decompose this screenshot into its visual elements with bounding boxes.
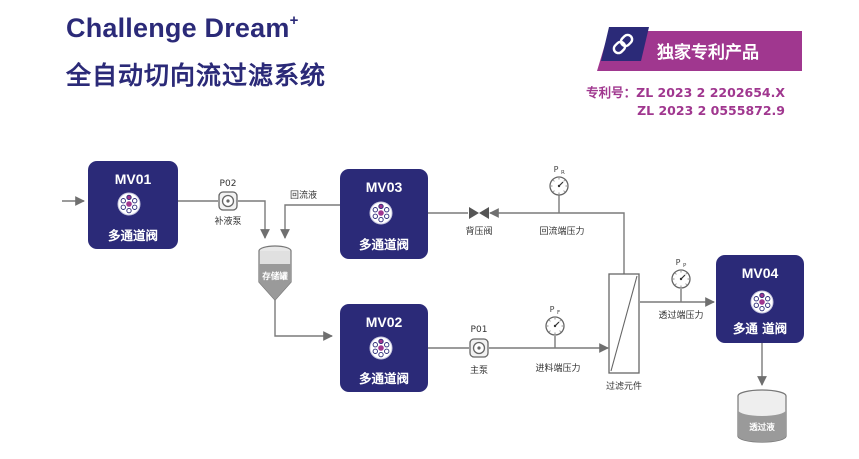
pump-p01-icon — [469, 338, 489, 358]
storage-tank-label: 存储罐 — [261, 271, 288, 282]
valve-mv01-code: MV01 — [115, 171, 152, 187]
pipes — [62, 195, 767, 386]
pressure-gauge-icon — [671, 269, 691, 289]
permeate-container[interactable]: 透过液 — [737, 389, 787, 443]
badge-label: 独家专利产品 — [657, 43, 759, 63]
gauge-pf-letter: P — [550, 305, 555, 314]
valve-mv01[interactable]: MV01 多通道阀 — [88, 161, 178, 249]
gauge-pr-letter: P — [554, 165, 559, 174]
back-pressure-valve-label: 背压阀 — [465, 225, 492, 237]
valve-mv03[interactable]: MV03 多通道阀 — [340, 169, 428, 259]
valve-mv04-rotor-icon — [750, 290, 774, 314]
filter-element-label: 过滤元件 — [606, 380, 642, 392]
valve-mv02-rotor-icon — [369, 336, 393, 360]
valve-mv03-rotor-icon — [369, 201, 393, 225]
link-icon — [612, 33, 634, 55]
return-pressure-label: 回流端压力 — [539, 225, 584, 237]
storage-tank[interactable]: 存储罐 — [258, 245, 292, 301]
valve-mv02-code: MV02 — [366, 314, 403, 330]
valve-mv02[interactable]: MV02 多通道阀 — [340, 304, 428, 392]
back-pressure-valve-icon — [469, 207, 489, 219]
gauge-pp-subscript: P — [683, 263, 687, 269]
valve-mv04[interactable]: MV04 多通 道阀 — [716, 255, 804, 343]
gauge-pf-subscript: F — [557, 310, 560, 316]
valve-mv03-code: MV03 — [366, 179, 403, 195]
valve-mv02-name: 多通道阀 — [359, 371, 409, 386]
gauge-pr-subscript: R — [561, 170, 565, 176]
pump-p02-icon — [218, 191, 238, 211]
valve-mv04-code: MV04 — [742, 265, 779, 281]
pump-p02-code: P02 — [220, 179, 237, 189]
return-liquid-label: 回流液 — [290, 189, 317, 201]
pump-p01-code: P01 — [471, 325, 488, 335]
title-plus-sup: + — [289, 12, 299, 29]
permeate-pressure-label: 透过端压力 — [658, 309, 703, 321]
pipe-p02-to-tank — [238, 200, 270, 239]
patent-line-1: 专利号：ZL 2023 2 2202654.X — [586, 85, 785, 100]
gauge-pp-letter: P — [676, 258, 681, 267]
valve-mv01-rotor-icon — [117, 192, 141, 216]
pump-p02-name: 补液泵 — [214, 215, 241, 227]
pump-p01-name: 主泵 — [470, 364, 488, 376]
valve-mv01-name: 多通道阀 — [108, 228, 158, 243]
title-chinese: 全自动切向流过滤系统 — [66, 61, 327, 90]
pressure-gauge-icon — [545, 316, 565, 336]
pipe-filter-to-bpv — [489, 208, 625, 274]
valve-mv03-name: 多通道阀 — [359, 237, 409, 252]
filter-element[interactable]: 过滤元件 — [606, 273, 642, 392]
patent-numbers: 专利号：ZL 2023 2 2202654.X ZL 2023 2 055587… — [586, 84, 785, 120]
feed-pressure-label: 进料端压力 — [535, 362, 580, 374]
pipe-tank-to-mv02 — [274, 300, 333, 341]
back-pressure-valve[interactable]: 背压阀 — [465, 207, 493, 237]
title-english: Challenge Dream+ — [66, 12, 299, 44]
pressure-gauge-icon — [549, 176, 569, 196]
valve-mv04-name: 多通 道阀 — [733, 321, 787, 336]
pump-p01[interactable]: P01 主泵 — [469, 325, 489, 376]
permeate-label: 透过液 — [749, 422, 775, 433]
exclusive-patent-badge: 独家专利产品 — [597, 27, 802, 71]
title-english-text: Challenge Dream — [66, 13, 290, 43]
pump-p02[interactable]: P02 补液泵 — [214, 179, 241, 227]
patent-line-2: ZL 2023 2 0555872.9 — [637, 103, 785, 118]
pipe-return-to-tank — [280, 204, 340, 239]
